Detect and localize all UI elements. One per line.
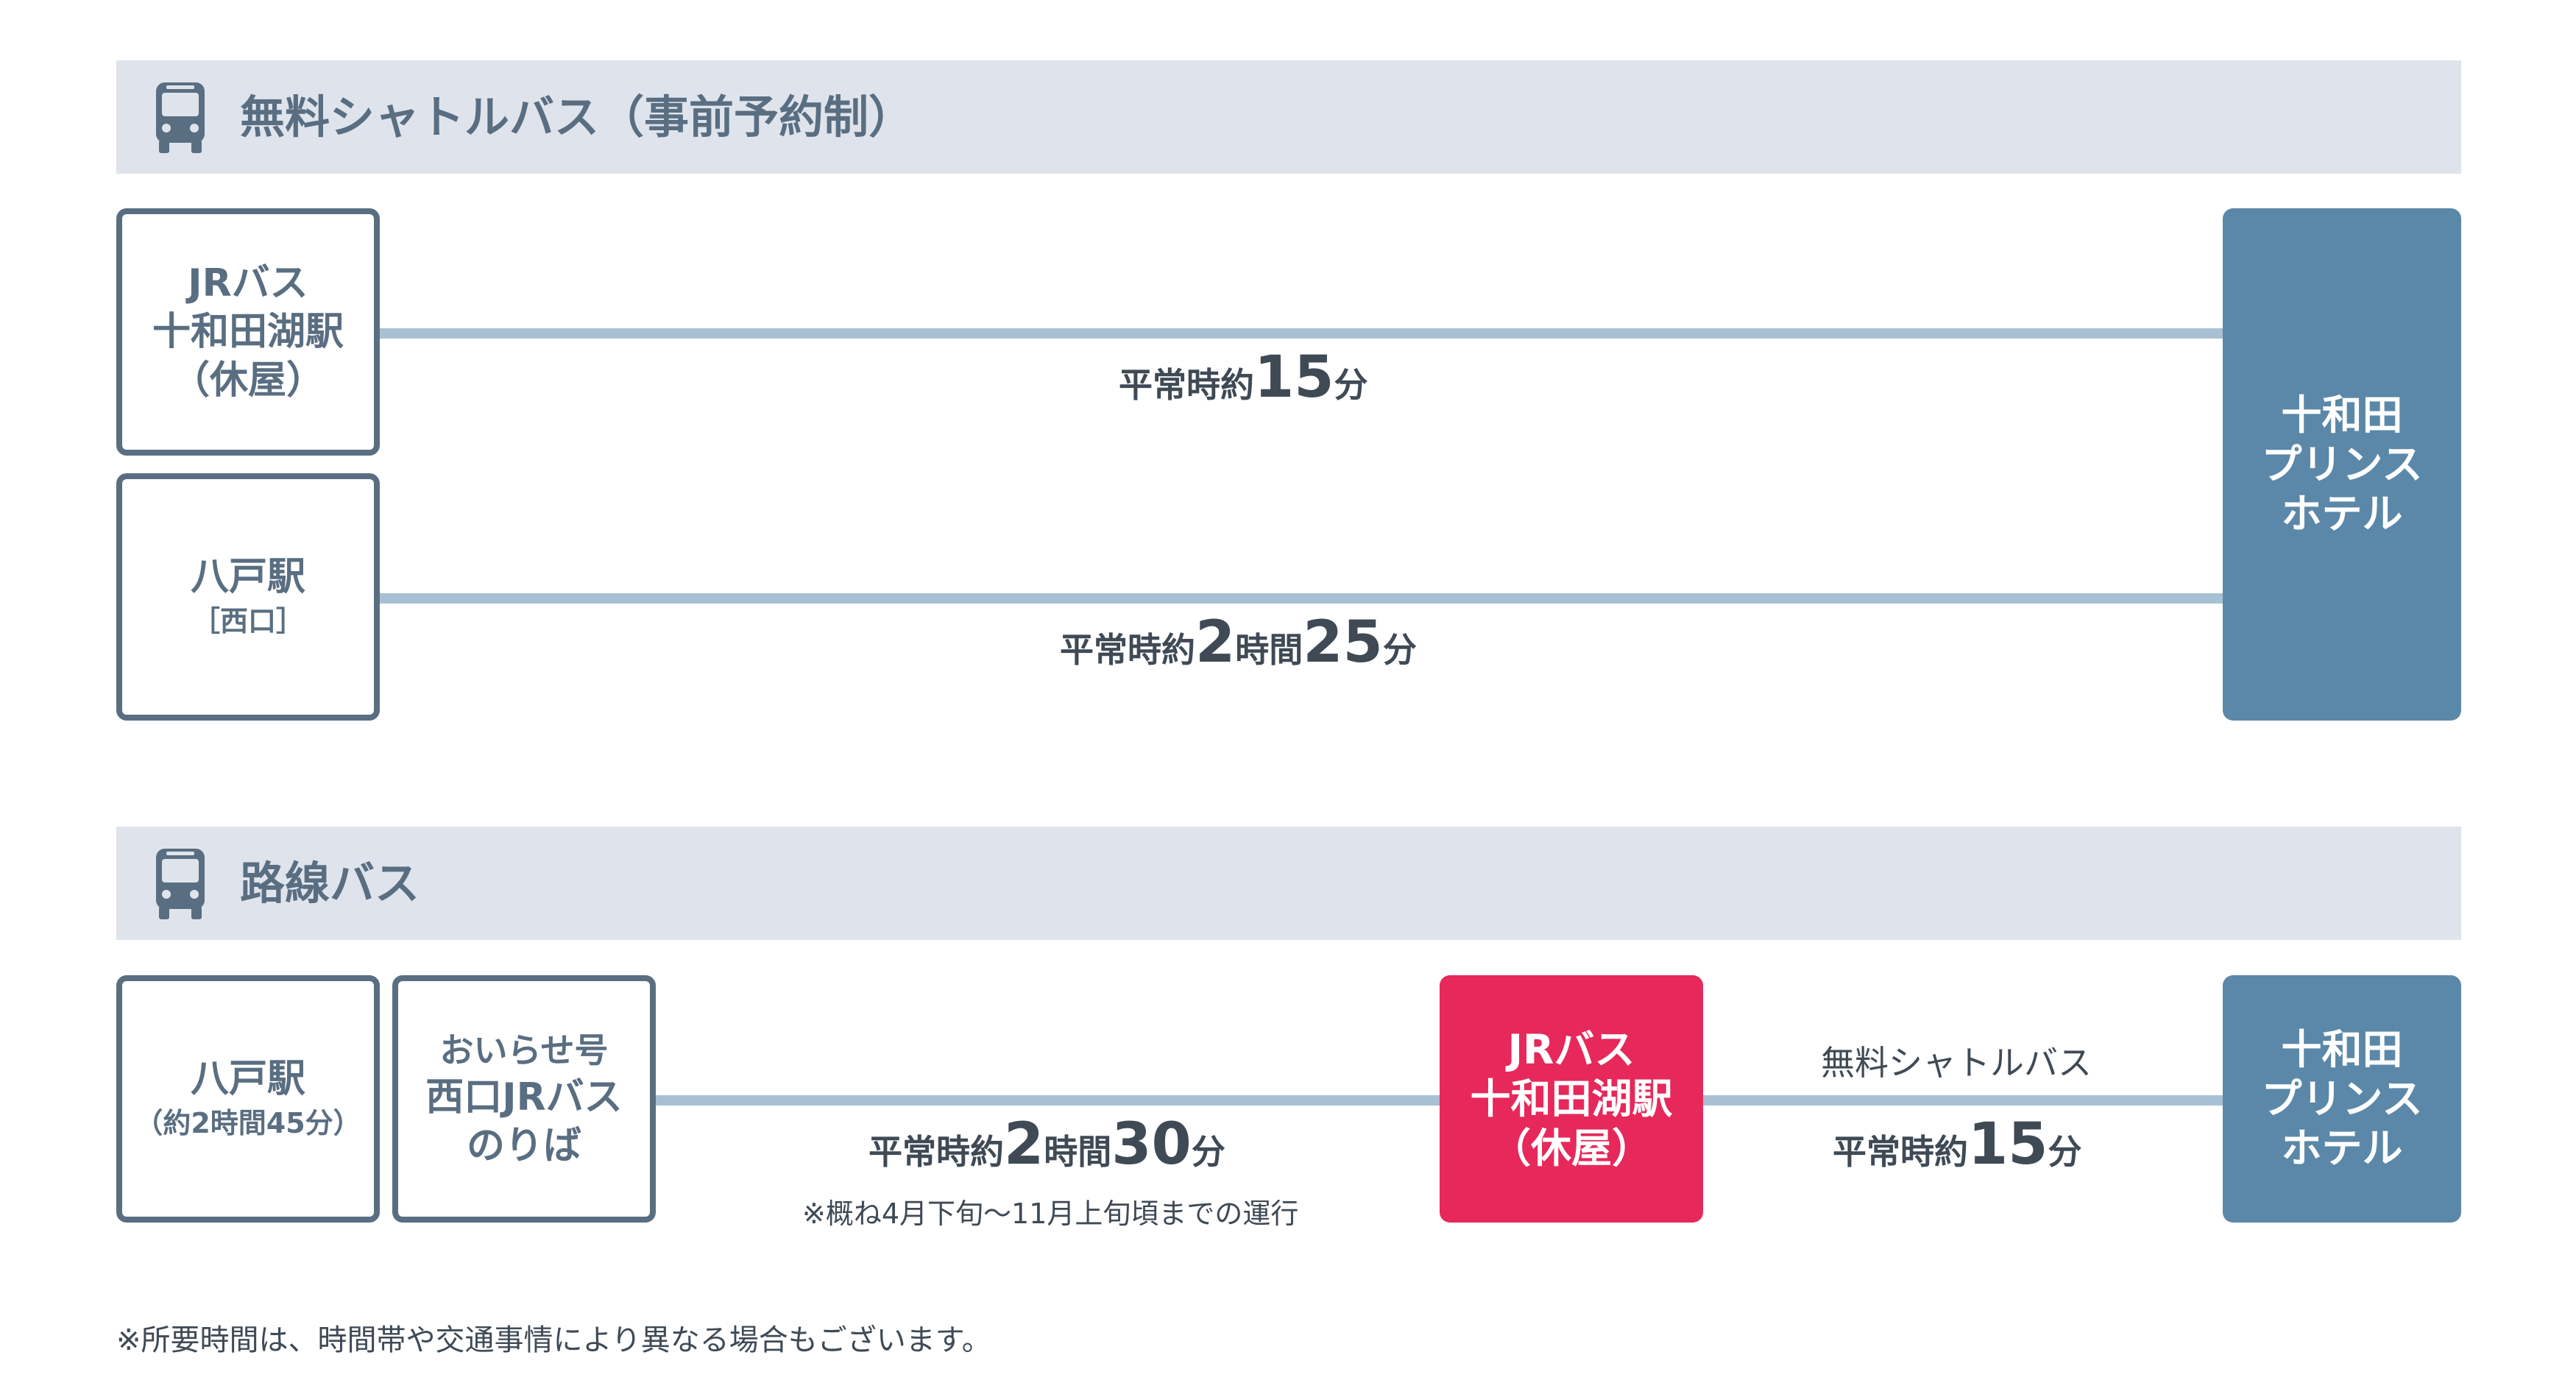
footnote: ※所要時間は、時間帯や交通事情により異なる場合もございます。 (116, 1323, 991, 1357)
section-title-shuttle: 無料シャトルバス（事前予約制） (240, 91, 914, 144)
duration-local: 平常時約2時間30分 (868, 1111, 1225, 1178)
section-title-local-bus: 路線バス (240, 857, 420, 910)
destination-towada-prince-hotel: 十和田 プリンス ホテル (2223, 208, 2461, 721)
stop-hachinohe-station-local: 八戸駅 （約2時間45分） (116, 975, 380, 1223)
bus-icon (156, 82, 205, 153)
shuttle-label: 無料シャトルバス (1821, 1043, 2092, 1083)
duration-shuttle-2: 平常時約2時間25分 (1060, 609, 1417, 676)
stop-hachinohe-station: 八戸駅 ［西口］ (116, 473, 380, 721)
stop-towada-lake-station: JRバス 十和田湖駅 （休屋） (116, 208, 380, 456)
operation-period-note: ※概ね4月下旬〜11月上旬頃までの運行 (802, 1198, 1299, 1230)
stop-oirase-bus-stop: おいらせ号 西口JRバス のりば (392, 975, 656, 1223)
destination-towada-prince-hotel-local: 十和田 プリンス ホテル (2223, 975, 2461, 1223)
duration-shuttle-1: 平常時約15分 (1119, 344, 1368, 411)
route-line-local-shuttle (1693, 1095, 2230, 1106)
transfer-towada-lake-station: JRバス 十和田湖駅 （休屋） (1440, 975, 1703, 1223)
local-bus-header: 路線バス (116, 827, 2461, 940)
route-line-shuttle-2 (375, 593, 2230, 604)
bus-icon (156, 849, 205, 919)
shuttle-header: 無料シャトルバス（事前予約制） (116, 60, 2461, 174)
route-line-local (651, 1095, 1443, 1106)
route-line-shuttle-1 (375, 328, 2230, 339)
duration-local-shuttle: 平常時約15分 (1833, 1111, 2082, 1178)
